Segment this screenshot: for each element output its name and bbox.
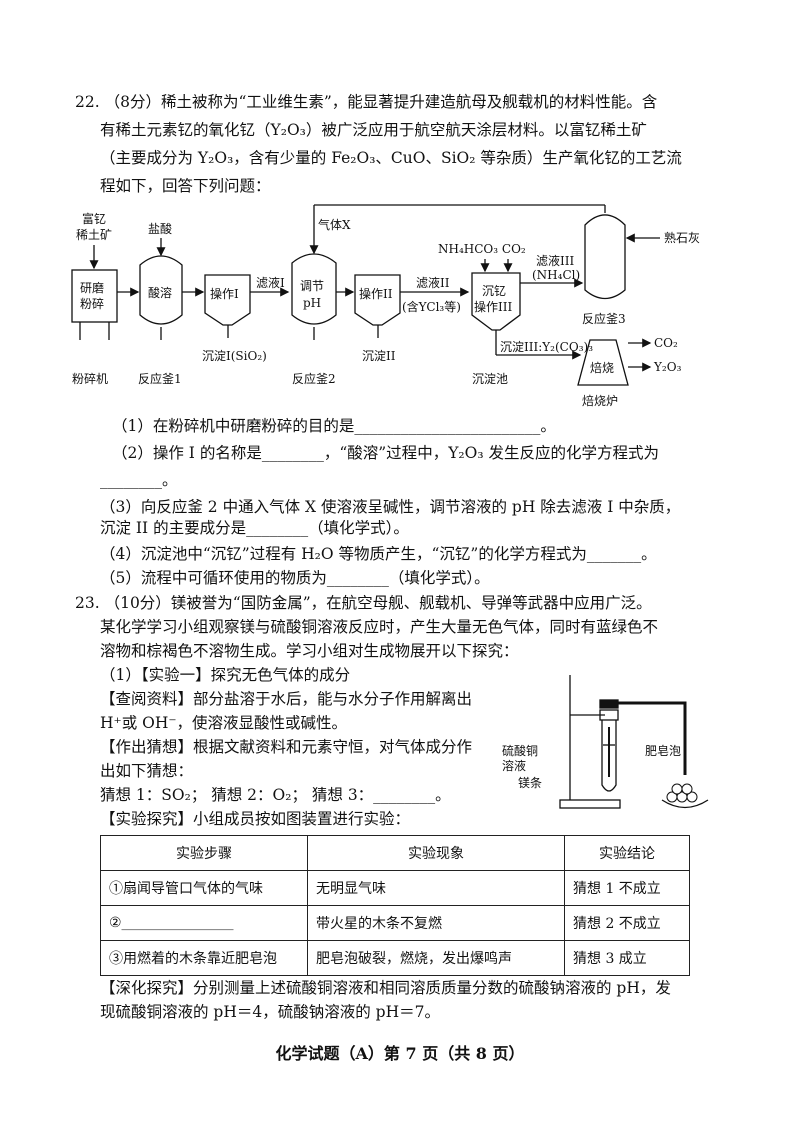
filtrate1-label: 滤液I <box>256 275 285 290</box>
q23-line-5: 【查阅资料】部分盐溶于水后，能与水分子作用解离出 <box>100 690 473 708</box>
pool-caption: 沉淀池 <box>472 372 508 386</box>
cell-conclusion: 猜想 2 不成立 <box>564 905 690 941</box>
q23-line-8: 出如下猜想： <box>100 762 194 780</box>
cell-conclusion: 猜想 1 不成立 <box>564 870 690 906</box>
header-phenomena: 实验现象 <box>307 835 565 871</box>
page-footer: 化学试题（A）第 7 页（共 8 页） <box>275 1044 525 1063</box>
experiment-table: 实验步骤 实验现象 实验结论 ①扇闻导管口气体的气味 无明显气味 猜想 1 不成… <box>100 835 690 976</box>
q22-line-2: 有稀土元素钇的氧化钇（Y₂O₃）被广泛应用于航空航天涂层材料。以富钇稀土矿 <box>100 121 647 139</box>
precip-op-label-1: 沉钇 <box>482 284 506 298</box>
apparatus-diagram: 硫酸铜 溶液 镁条 肥皂泡 <box>502 675 709 809</box>
table-header-row: 实验步骤 实验现象 实验结论 <box>100 835 690 871</box>
precip1-label: 沉淀I(SiO₂) <box>202 349 267 363</box>
gas-x-label: 气体X <box>318 217 351 232</box>
precip-vessel <box>471 272 521 331</box>
mg-label: 镁条 <box>518 776 542 790</box>
reagents-label: NH₄HCO₃ CO₂ <box>438 242 526 256</box>
acid-tank-label: 酸溶 <box>148 285 172 300</box>
cell-step: ①扇闻导管口气体的气味 <box>100 870 308 906</box>
cell-conclusion: 猜想 3 成立 <box>564 940 690 976</box>
adjust-label-2: pH <box>303 296 321 310</box>
filtrate2-label: 滤液II <box>416 275 450 290</box>
cell-step: ②________________ <box>100 905 308 941</box>
y2o3-out-label: Y₂O₃ <box>653 360 682 374</box>
table-row: ③用燃着的木条靠近肥皂泡 肥皂泡破裂，燃烧，发出爆鸣声 猜想 3 成立 <box>100 940 690 976</box>
header-steps: 实验步骤 <box>100 835 308 871</box>
op2-label: 操作II <box>359 286 393 301</box>
ore-label-1: 富钇 <box>82 211 106 226</box>
solution-label-1: 硫酸铜 <box>502 743 538 758</box>
cell-phenomenon: 无明显气味 <box>307 870 565 906</box>
mill-box <box>71 269 118 323</box>
q23-line-7: 【作出猜想】根据文献资料和元素守恒，对气体成分作 <box>100 738 473 756</box>
header-conclusion: 实验结论 <box>564 835 690 871</box>
lime-label: 熟石灰 <box>664 230 700 245</box>
reactor1-vessel <box>139 255 183 325</box>
q23-line-4: （1）【实验一】探究无色气体的成分 <box>100 666 351 684</box>
mill-caption: 粉碎机 <box>72 371 108 386</box>
precip-op-label-2: 操作III <box>474 299 512 314</box>
mill-label-1: 研磨 <box>80 281 104 295</box>
filtrate3-note: (NH₄Cl) <box>532 268 580 282</box>
ore-label-2: 稀土矿 <box>76 228 112 242</box>
deep-line-2: 现硫酸铜溶液的 pH＝4，硫酸钠溶液的 pH＝7。 <box>100 1003 440 1021</box>
q23-line-10: 【实验探究】小组成员按如图装置进行实验： <box>100 810 411 828</box>
solution-label-2: 溶液 <box>502 758 526 773</box>
cell-phenomenon: 肥皂泡破裂，燃烧，发出爆鸣声 <box>307 940 565 976</box>
furnace-inner-label: 焙烧 <box>590 360 614 375</box>
q22-sub-2: （2）操作 I 的名称是________，“酸溶”过程中，Y₂O₃ 发生反应的化… <box>112 444 659 462</box>
q22-line-4: 程如下，回答下列问题： <box>100 177 271 195</box>
co2-out-label: CO₂ <box>654 336 678 350</box>
op1-vessel <box>204 274 251 326</box>
q23-line-9: 猜想 1：SO₂； 猜想 2：O₂； 猜想 3：________。 <box>100 786 451 804</box>
bubbles-label: 肥皂泡 <box>645 744 681 758</box>
q22-line-1: 22. （8分）稀土被称为“工业维生素”，能显著提升建造航母及舰载机的材料性能。… <box>75 93 658 111</box>
q22-sub-5: （5）流程中可循环使用的物质为________（填化学式）。 <box>100 569 490 587</box>
op1-label: 操作I <box>210 286 239 301</box>
reactor2-vessel <box>291 253 337 325</box>
q22-sub-1: （1）在粉碎机中研磨粉碎的目的是________________________… <box>112 417 556 435</box>
q22-sub-3b: 沉淀 II 的主要成分是________（填化学式）。 <box>100 519 409 537</box>
table-row: ②________________ 带火星的木条不复燃 猜想 2 不成立 <box>100 905 690 941</box>
filtrate2-note: (含YCl₃等) <box>402 299 461 314</box>
reactor2-caption: 反应釜2 <box>292 371 336 386</box>
precip3-label: 沉淀III:Y₂(CO₃)₃ <box>500 340 593 354</box>
q23-line-3: 溶物和棕褐色不溶物生成。学习小组对生成物展开以下探究： <box>100 642 519 660</box>
adjust-label-1: 调节 <box>300 279 324 293</box>
acid-label: 盐酸 <box>148 221 172 236</box>
q23-line-6: H⁺或 OH⁻，使溶液显酸性或碱性。 <box>100 714 348 732</box>
op2-vessel <box>354 274 401 326</box>
q22-line-3: （主要成分为 Y₂O₃，含有少量的 Fe₂O₃、CuO、SiO₂ 等杂质）生产氧… <box>100 149 682 167</box>
q22-sub-2b: ________。 <box>100 471 178 489</box>
process-flow-diagram: 富钇 稀土矿 研磨 粉碎 盐酸 酸溶 操作I 滤液I 气体X 调节 pH 操作I… <box>71 204 700 408</box>
deep-line-1: 【深化探究】分别测量上述硫酸铜溶液和相同溶质质量分数的硫酸钠溶液的 pH，发 <box>100 979 671 997</box>
mill-label-2: 粉碎 <box>80 296 104 311</box>
q22-sub-4: （4）沉淀池中“沉钇”过程有 H₂O 等物质产生，“沉钇”的化学方程式为____… <box>100 545 657 563</box>
cell-phenomenon: 带火星的木条不复燃 <box>307 905 565 941</box>
furnace-caption: 焙烧炉 <box>582 393 618 408</box>
table-row: ①扇闻导管口气体的气味 无明显气味 猜想 1 不成立 <box>100 870 690 906</box>
reactor1-caption: 反应釜1 <box>138 371 182 386</box>
reactor3-vessel <box>584 214 626 300</box>
precip2-label: 沉淀II <box>362 349 396 363</box>
filtrate3-label: 滤液III <box>536 253 574 268</box>
cell-step: ③用燃着的木条靠近肥皂泡 <box>100 940 308 976</box>
q22-sub-3: （3）向反应釜 2 中通入气体 X 使溶液呈碱性，调节溶液的 pH 除去滤液 I… <box>100 498 681 516</box>
furnace-shape <box>577 339 629 386</box>
q23-line-1: 23. （10分）镁被誉为“国防金属”，在航空母舰、舰载机、导弹等武器中应用广泛… <box>75 594 652 612</box>
reactor3-label: 反应釜3 <box>582 311 626 326</box>
q23-line-2: 某化学学习小组观察镁与硫酸铜溶液反应时，产生大量无色气体，同时有蓝绿色不 <box>100 618 659 636</box>
